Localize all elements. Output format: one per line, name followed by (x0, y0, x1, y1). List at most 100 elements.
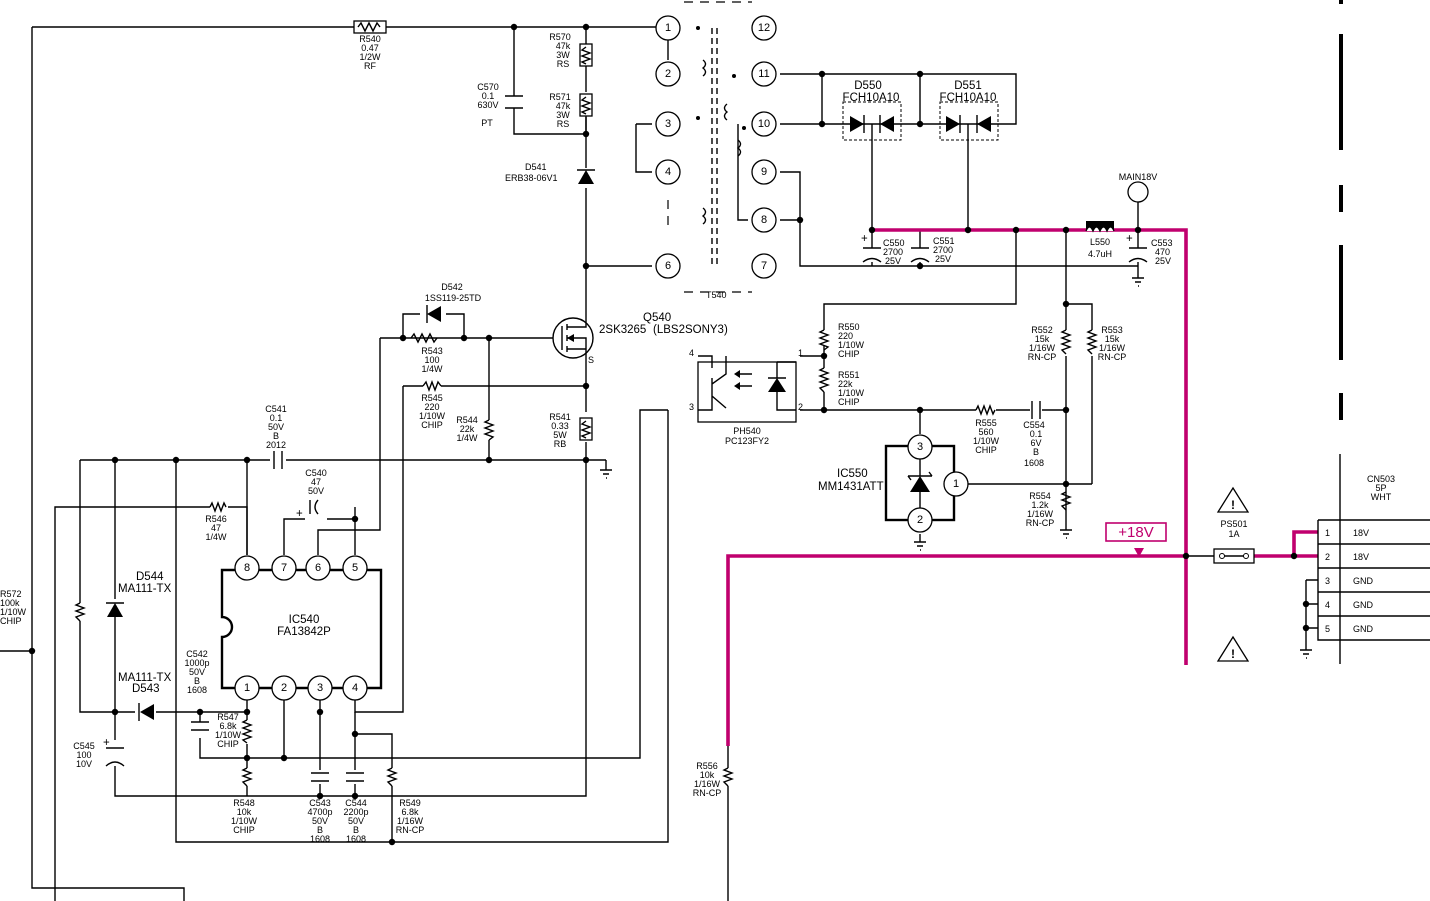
diode-d544: D544 MA111-TX (106, 571, 172, 617)
svg-text:3W: 3W (556, 110, 570, 120)
svg-text:C554: C554 (1023, 420, 1045, 430)
svg-text:1/10W: 1/10W (838, 388, 865, 398)
svg-text:1/16W: 1/16W (1027, 509, 1054, 519)
rail-label: +18V (1118, 524, 1153, 541)
transformer-t540: T540 (667, 1, 752, 300)
capacitor-c543: C543 4700p 50V B 1608 (307, 772, 333, 844)
resistor-r545: R545 220 1/10W CHIP (419, 380, 446, 430)
svg-text:R541: R541 (549, 412, 571, 422)
svg-text:47: 47 (311, 477, 321, 487)
svg-text:MAIN18V: MAIN18V (1119, 172, 1158, 182)
capacitor-c554: C554 0.1 6V B 1608 (1023, 401, 1045, 468)
svg-text:1/10W: 1/10W (215, 730, 242, 740)
svg-text:15k: 15k (1035, 334, 1050, 344)
svg-text:3: 3 (917, 441, 923, 453)
svg-text:1000p: 1000p (184, 658, 209, 668)
svg-text:2700: 2700 (883, 247, 903, 257)
svg-text:5: 5 (352, 562, 358, 574)
svg-text:4: 4 (1325, 600, 1330, 610)
svg-text:10k: 10k (700, 770, 715, 780)
svg-text:(LBS2SONY3): (LBS2SONY3) (653, 324, 728, 336)
svg-text:RN-CP: RN-CP (1026, 518, 1055, 528)
svg-text:CHIP: CHIP (421, 420, 443, 430)
svg-text:GND: GND (1353, 576, 1374, 586)
svg-text:R555: R555 (975, 418, 997, 428)
svg-text:220: 220 (838, 331, 853, 341)
svg-text:2700: 2700 (933, 245, 953, 255)
svg-text:1/10W: 1/10W (0, 607, 27, 617)
svg-text:7: 7 (761, 260, 767, 272)
svg-text:1/10W: 1/10W (231, 816, 258, 826)
svg-text:1: 1 (665, 22, 671, 34)
svg-text:50V: 50V (189, 667, 205, 677)
svg-text:1608: 1608 (1024, 458, 1044, 468)
svg-text:1/4W: 1/4W (421, 364, 443, 374)
svg-text:560: 560 (978, 427, 993, 437)
capacitor-c540: C540 47 50V + (296, 468, 327, 520)
svg-text:R572: R572 (0, 589, 22, 599)
svg-text:!: ! (1231, 647, 1235, 661)
svg-text:R551: R551 (838, 370, 860, 380)
svg-text:D541: D541 (525, 162, 547, 172)
svg-text:1608: 1608 (187, 685, 207, 695)
svg-text:4: 4 (352, 682, 358, 694)
svg-text:WHT: WHT (1371, 492, 1392, 502)
warning-triangle-icon: ! (1216, 486, 1250, 513)
capacitor-c550: + C550 2700 25V (861, 233, 905, 266)
svg-text:6: 6 (665, 260, 671, 272)
svg-text:1: 1 (798, 348, 803, 358)
resistor-r552: R552 15k 1/16W RN-CP (1028, 325, 1072, 362)
svg-text:10V: 10V (76, 759, 92, 769)
fuse-ps501: PS501 1A (1213, 519, 1255, 564)
diode-d550: D550 FCH10A10 (842, 80, 902, 141)
svg-text:1/10W: 1/10W (838, 340, 865, 350)
svg-text:CHIP: CHIP (838, 349, 860, 359)
ic540: IC540 FA13842P (220, 568, 383, 690)
svg-text:630V: 630V (477, 100, 498, 110)
svg-text:1/16W: 1/16W (1029, 343, 1056, 353)
connector-cn503: CN503 5P WHT 1 2 3 4 5 18V 18V GND GND G… (1317, 454, 1430, 664)
svg-text:RN-CP: RN-CP (1098, 352, 1127, 362)
svg-text:220: 220 (424, 402, 439, 412)
svg-text:RF: RF (364, 61, 376, 71)
svg-text:C542: C542 (186, 649, 208, 659)
svg-text:CHIP: CHIP (217, 739, 239, 749)
svg-text:2200p: 2200p (343, 807, 368, 817)
svg-text:0.47: 0.47 (361, 43, 379, 53)
svg-text:FCH10A10: FCH10A10 (843, 92, 900, 104)
svg-text:RN-CP: RN-CP (1028, 352, 1057, 362)
transformer-pins: 1 2 3 4 6 7 8 9 10 11 12 (655, 15, 777, 279)
svg-text:50V: 50V (308, 486, 324, 496)
capacitor-c570: C570 0.1 630V PT (477, 82, 523, 128)
svg-text:3: 3 (689, 402, 694, 412)
svg-text:+: + (103, 737, 110, 749)
svg-text:R547: R547 (217, 712, 239, 722)
svg-text:MA111-TX: MA111-TX (118, 672, 172, 684)
svg-text:1/2W: 1/2W (359, 52, 381, 62)
resistor-r571: R571 47k 3W RS (549, 92, 593, 129)
svg-text:0.33: 0.33 (551, 421, 569, 431)
resistor-r546: R546 47 1/4W (205, 501, 227, 542)
capacitor-c544: C544 2200p 50V B 1608 (343, 772, 369, 844)
svg-text:25V: 25V (1155, 256, 1171, 266)
svg-text:5P: 5P (1375, 483, 1386, 493)
svg-text:R540: R540 (359, 34, 381, 44)
svg-text:1608: 1608 (310, 834, 330, 844)
svg-text:6.8k: 6.8k (219, 721, 237, 731)
svg-text:Q540: Q540 (643, 312, 671, 324)
optocoupler-ph540: 4 3 1 2 PH540 PC123FY2 (689, 348, 803, 446)
resistor-r551: R551 22k 1/10W CHIP (818, 367, 865, 407)
svg-text:2: 2 (665, 68, 671, 80)
ic550-pins: 1 2 3 (907, 434, 969, 533)
svg-text:1A: 1A (1228, 529, 1239, 539)
inductor-l550: L550 4.7uH (1085, 221, 1115, 259)
resistor-r548: R548 10k 1/10W CHIP (231, 767, 258, 835)
svg-text:R544: R544 (456, 415, 478, 425)
svg-text:1/10W: 1/10W (419, 411, 446, 421)
svg-text:B: B (1033, 447, 1039, 457)
svg-text:C553: C553 (1151, 238, 1173, 248)
svg-text:B: B (353, 825, 359, 835)
svg-text:PC123FY2: PC123FY2 (725, 436, 769, 446)
svg-text:MA111-TX: MA111-TX (118, 583, 172, 595)
